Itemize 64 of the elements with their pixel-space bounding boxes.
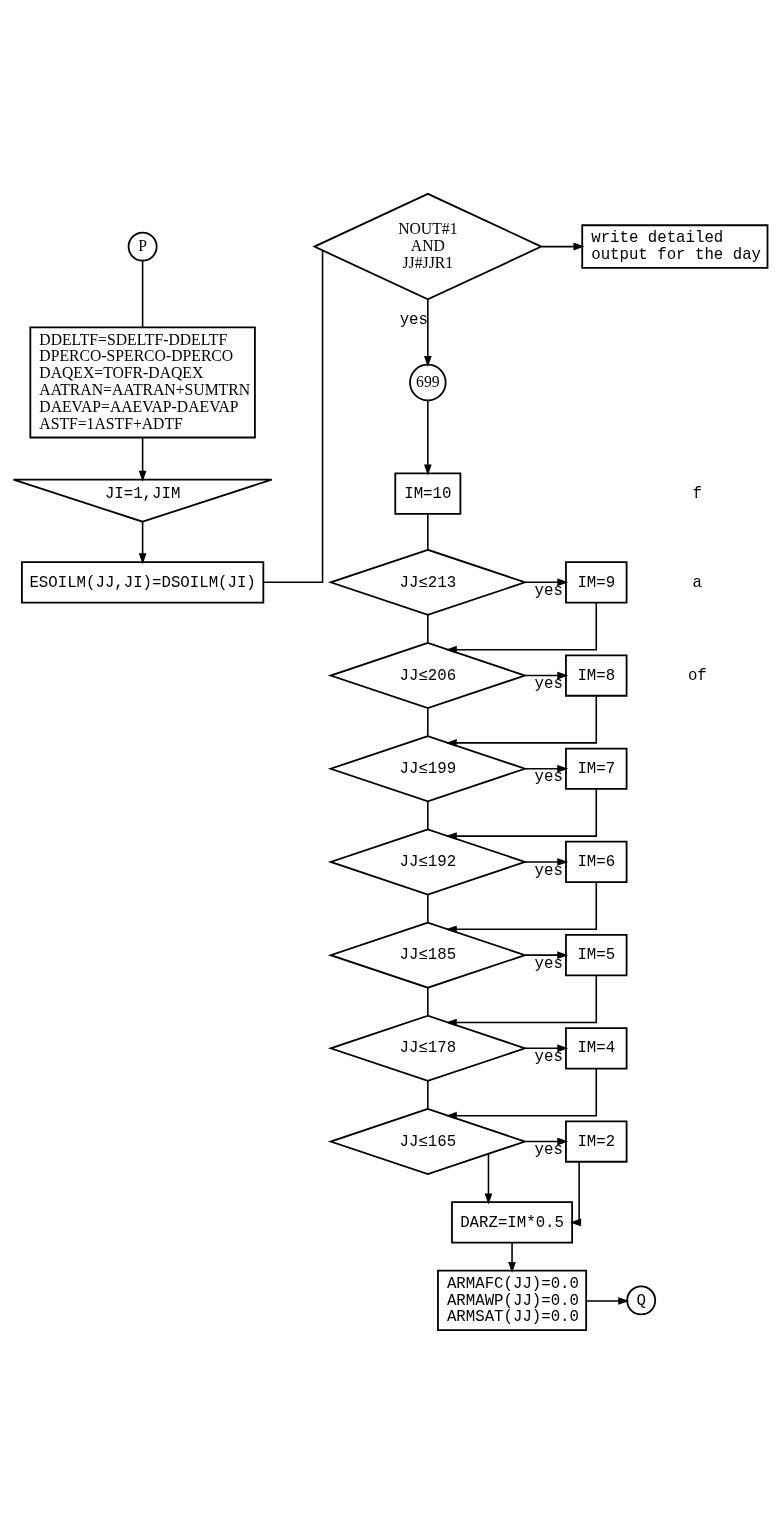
edge-label: yes: [534, 1047, 563, 1066]
arrow: [524, 858, 568, 866]
arrow: [524, 764, 568, 773]
node-diamond: NOUT#1 AND JJ#JJR1: [311, 192, 543, 301]
node-box: DDELTF=SDELTF-DDELTF DPERCO-SPERCO-DPERCO DAQEX=TOFR-DAQEX AATRAN=AATRAN+SUMTRN DAEVAP=AAEVAP-DAEVAP ASTF=1ASTF+ADTF: [28, 326, 256, 439]
arrow: [507, 1242, 516, 1274]
arrow: [138, 521, 146, 565]
node-box: IM=6: [564, 840, 627, 884]
node-diamond: JJ≤185: [327, 921, 528, 989]
arrow: [524, 1044, 568, 1053]
arrow: [540, 242, 584, 251]
label: f: [692, 484, 702, 503]
node-circle: 699: [408, 363, 447, 402]
arrow: [445, 1067, 597, 1120]
node-diamond: JJ≤192: [327, 828, 528, 896]
label: of: [687, 666, 707, 685]
node-box: IM=7: [564, 747, 627, 790]
node-box: write detailed output for the day: [580, 224, 768, 269]
connector: [426, 707, 429, 737]
arrow: [484, 1153, 492, 1205]
edge-label: yes: [534, 581, 563, 600]
node-diamond: JJ≤213: [327, 548, 528, 616]
node-box: IM=4: [564, 1027, 627, 1070]
label: a: [692, 573, 702, 592]
node-box: DARZ=IM*0.5: [450, 1201, 573, 1244]
connector: [426, 513, 429, 551]
edge-label: yes: [534, 768, 563, 787]
connector: [426, 1080, 429, 1110]
node-box: IM=9: [564, 561, 627, 604]
arrow: [524, 1137, 568, 1146]
node-circle: Q: [625, 1285, 656, 1316]
arrow: [445, 694, 597, 747]
arrow: [524, 578, 568, 587]
arrow: [138, 436, 146, 482]
node-box: IM=2: [564, 1120, 627, 1163]
arrow: [585, 1297, 629, 1305]
node-circle: P: [127, 231, 158, 262]
arrow: [445, 601, 597, 654]
edge-label: yes: [534, 1141, 563, 1160]
connector: [141, 260, 143, 328]
connector: [426, 800, 429, 830]
node-box: ESOILM(JJ,JI)=DSOILM(JI): [20, 561, 264, 604]
node-box: ARMAFC(JJ)=0.0 ARMAWP(JJ)=0.0 ARMSAT(JJ)=0.0: [436, 1269, 587, 1332]
node-box: IM=10: [393, 472, 461, 515]
arrow: [445, 881, 597, 934]
connector: [426, 614, 429, 644]
arrow: [445, 974, 597, 1027]
arrow: [423, 399, 432, 476]
connector: [426, 986, 429, 1017]
connector: [426, 893, 429, 924]
edge-label: yes: [534, 675, 563, 694]
arrow: [569, 1161, 581, 1227]
edge-label: yes: [399, 310, 428, 329]
connector: [262, 250, 323, 584]
node-box: IM=8: [564, 654, 627, 697]
node-diamond: JJ≤178: [327, 1014, 528, 1082]
arrow: [524, 951, 568, 959]
arrow: [524, 671, 568, 680]
edge-label: yes: [534, 861, 563, 880]
edge-label: yes: [534, 954, 563, 973]
node-diamond: JJ≤199: [327, 735, 528, 803]
node-box: IM=5: [564, 934, 627, 977]
arrow: [445, 788, 597, 840]
arrow: [423, 298, 432, 368]
